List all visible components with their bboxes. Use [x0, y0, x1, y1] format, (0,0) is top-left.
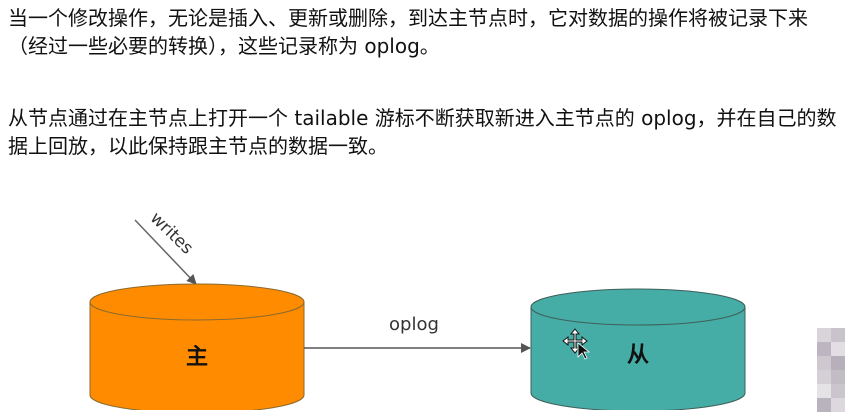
- intro-paragraph: 当一个修改操作，无论是插入、更新或删除，到达主节点时，它对数据的操作将被记录下来…: [8, 6, 808, 58]
- writes-label: writes: [146, 208, 197, 258]
- replication-paragraph: 从节点通过在主节点上打开一个 tailable 游标不断获取新进入主节点的 op…: [8, 106, 837, 158]
- oplog-label: oplog: [389, 314, 439, 335]
- primary-node: 主: [89, 283, 305, 410]
- move-cursor-icon: [562, 328, 591, 360]
- writes-arrow: [134, 219, 197, 285]
- pixelated-watermark: [817, 328, 845, 412]
- secondary-node-label: 从: [627, 343, 649, 368]
- secondary-node: 从: [530, 288, 746, 410]
- primary-node-label: 主: [186, 345, 208, 370]
